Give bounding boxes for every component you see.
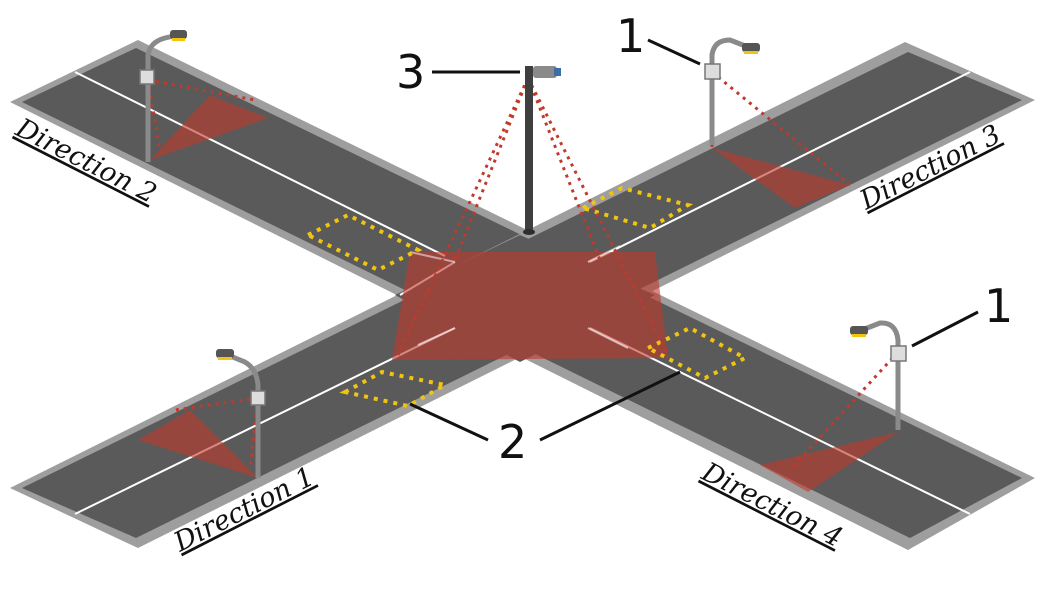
streetlight-icon (216, 349, 266, 478)
sensor-zone-direction-2 (150, 95, 268, 160)
radar-sensor-icon (139, 69, 155, 85)
sensor-zones (138, 95, 898, 492)
lane-line (587, 327, 629, 349)
induction-loop (577, 185, 694, 231)
radar-sensor-icon (704, 63, 721, 80)
induction-loops (303, 185, 750, 409)
induction-loop (339, 369, 451, 409)
lane-line (409, 251, 456, 263)
lane-line (589, 327, 971, 515)
streetlight-icon (704, 37, 760, 145)
induction-loop (303, 212, 423, 273)
streetlight-icon (139, 30, 187, 162)
sensor-zone-direction-3 (712, 148, 850, 208)
camera-detection-area (392, 252, 668, 360)
lane-line (74, 71, 446, 257)
induction-loop (643, 325, 750, 381)
lane-line (417, 327, 456, 346)
cctv-camera-icon (523, 66, 561, 235)
callout-loops: 2 (498, 415, 527, 469)
sensor-zone-direction-1 (138, 410, 258, 478)
callout-lines (409, 38, 979, 442)
callout-camera: 3 (396, 45, 425, 99)
radar-sensor-icon (890, 345, 907, 362)
lane-line (587, 245, 621, 263)
sensor-zone-direction-4 (760, 432, 898, 492)
streetlight-icon (850, 320, 907, 430)
callout-sensor-right: 1 (984, 279, 1013, 333)
radar-sensor-icon (250, 390, 266, 406)
lane-line (74, 327, 456, 515)
callout-sensor-top: 1 (616, 9, 645, 63)
